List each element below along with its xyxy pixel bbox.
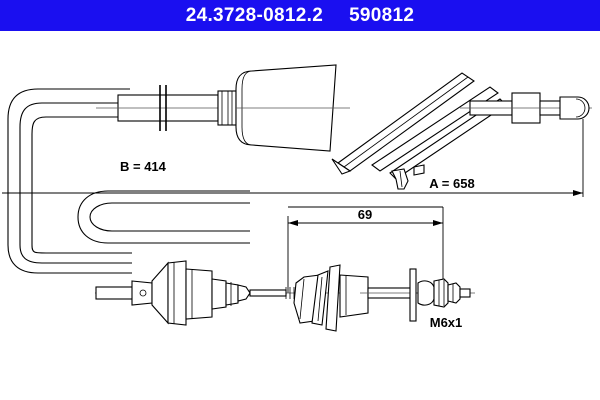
dimension-a: A = 658 [2, 119, 584, 197]
cable-ferrule [217, 90, 237, 126]
drawing-area: B = 414 A = 658 69 [0, 31, 600, 400]
damper-cylinder-body [235, 64, 350, 152]
mounting-bracket-plates [331, 72, 507, 190]
dimension-b: B = 414 [120, 159, 167, 174]
cable-end-rod-upper [460, 92, 592, 124]
dimension-b-label: B = 414 [120, 159, 167, 174]
reference-number: 590812 [349, 5, 415, 26]
cable-sheath-loop [7, 190, 250, 274]
thread-spec-label: M6x1 [430, 315, 463, 330]
part-number: 24.3728-0812.2 [185, 5, 324, 26]
lower-assembly: M6x1 [95, 260, 475, 332]
cable-straight-section [96, 85, 240, 131]
clutch-cable-diagram: B = 414 A = 658 69 [2, 64, 592, 332]
dimension-a-label: A = 658 [429, 176, 474, 191]
cable-sheath-upper [7, 88, 130, 193]
dimension-69-label: 69 [358, 207, 372, 222]
header-banner: 24.3728-0812.2 590812 [0, 0, 600, 31]
dimension-69: 69 [287, 207, 444, 293]
